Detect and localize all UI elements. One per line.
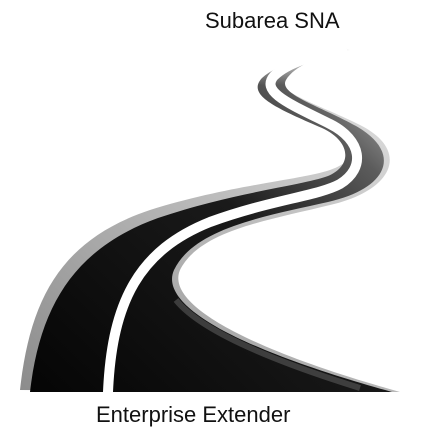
bottom-label: Enterprise Extender <box>96 402 291 427</box>
distance-fade <box>220 40 380 85</box>
top-label: Subarea SNA <box>205 8 340 33</box>
road-highlight <box>173 298 361 391</box>
